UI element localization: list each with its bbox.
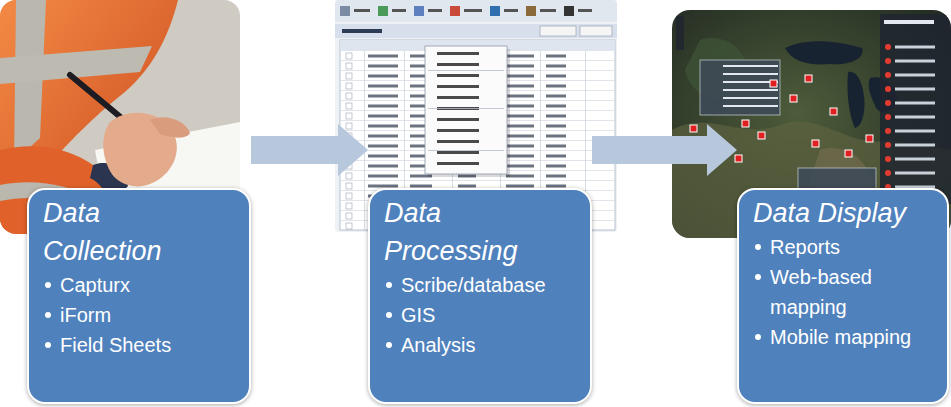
bullet-item: Reports (770, 232, 840, 262)
site-marker (758, 132, 765, 139)
toolbar-icon (526, 6, 536, 16)
flow-arrow (592, 124, 737, 176)
toolbar-label (392, 9, 406, 12)
bullet-item: Analysis (401, 330, 475, 360)
bullet-dot (386, 282, 392, 288)
bullet-dot (755, 334, 761, 340)
bullet-dot (386, 342, 392, 348)
map-legend-panel (880, 14, 951, 204)
bullet-row: Reports (753, 232, 937, 262)
box-heading: Data Collection (43, 194, 208, 270)
bullet-item: iForm (60, 300, 111, 330)
flow-arrow (251, 124, 368, 176)
bullet-row: iForm (43, 300, 239, 330)
legend-heading (884, 20, 934, 24)
toolbar-icon (450, 6, 460, 16)
lake (785, 41, 863, 64)
bullet-item: GIS (401, 300, 435, 330)
bullet-row: Web-based mapping (753, 262, 937, 322)
site-marker (812, 140, 819, 147)
bullet-dot (45, 342, 51, 348)
stage-box: Data CollectionCapturxiFormField Sheets (27, 188, 251, 404)
site-marker (735, 155, 742, 162)
bullet-row: Analysis (384, 330, 580, 360)
bullet-item: Scribe/database (401, 270, 546, 300)
menu-separator (428, 70, 504, 72)
toolbar-icon (490, 6, 500, 16)
box-heading: Data Display (753, 194, 937, 232)
site-marker (690, 125, 697, 132)
button (540, 26, 576, 36)
site-marker (830, 108, 837, 115)
toolbar-label (504, 9, 518, 12)
menu-separator (428, 108, 504, 110)
menu-separator (428, 150, 504, 152)
toolbar-icon (340, 6, 350, 16)
stage-box: Data ProcessingScribe/databaseGISAnalysi… (368, 188, 592, 404)
toolbar-label (428, 9, 442, 12)
context-menu (425, 46, 507, 174)
button (580, 26, 612, 36)
site-marker (770, 80, 777, 87)
toolbar (335, 0, 617, 22)
bullet-row: Mobile mapping (753, 322, 937, 352)
title-line (342, 29, 382, 33)
toolbar-label (578, 9, 592, 12)
toolbar-label (464, 9, 482, 12)
stage-box: Data DisplayReportsWeb-based mappingMobi… (737, 188, 949, 404)
bullet-item: Web-based mapping (770, 262, 920, 322)
lake (847, 72, 864, 128)
legend-rows (882, 40, 948, 194)
bullet-dot (755, 274, 761, 280)
bullet-dot (45, 282, 51, 288)
site-marker (845, 150, 852, 157)
popup-box (700, 60, 780, 115)
bullet-row: GIS (384, 300, 580, 330)
finger (150, 117, 190, 137)
site-marker (866, 135, 873, 142)
bullet-item: Capturx (60, 270, 130, 300)
menu-items (426, 48, 506, 172)
bullet-dot (755, 244, 761, 250)
toolbar-label (354, 9, 370, 12)
bullet-item: Mobile mapping (770, 322, 911, 352)
site-marker (805, 75, 812, 82)
bullet-row: Capturx (43, 270, 239, 300)
title-strip (335, 24, 617, 38)
site-marker (742, 120, 749, 127)
bullet-item: Field Sheets (60, 330, 171, 360)
bullet-row: Scribe/database (384, 270, 580, 300)
toolbar-icon (564, 6, 574, 16)
bullet-dot (386, 312, 392, 318)
toolbar-label (540, 9, 556, 12)
bullet-dot (45, 312, 51, 318)
zoom-control (676, 16, 684, 50)
site-marker (790, 95, 797, 102)
toolbar-icon (378, 6, 388, 16)
box-heading: Data Processing (384, 194, 554, 270)
popup-lines (702, 62, 778, 113)
toolbar-icon (414, 6, 424, 16)
bullet-row: Field Sheets (43, 330, 239, 360)
